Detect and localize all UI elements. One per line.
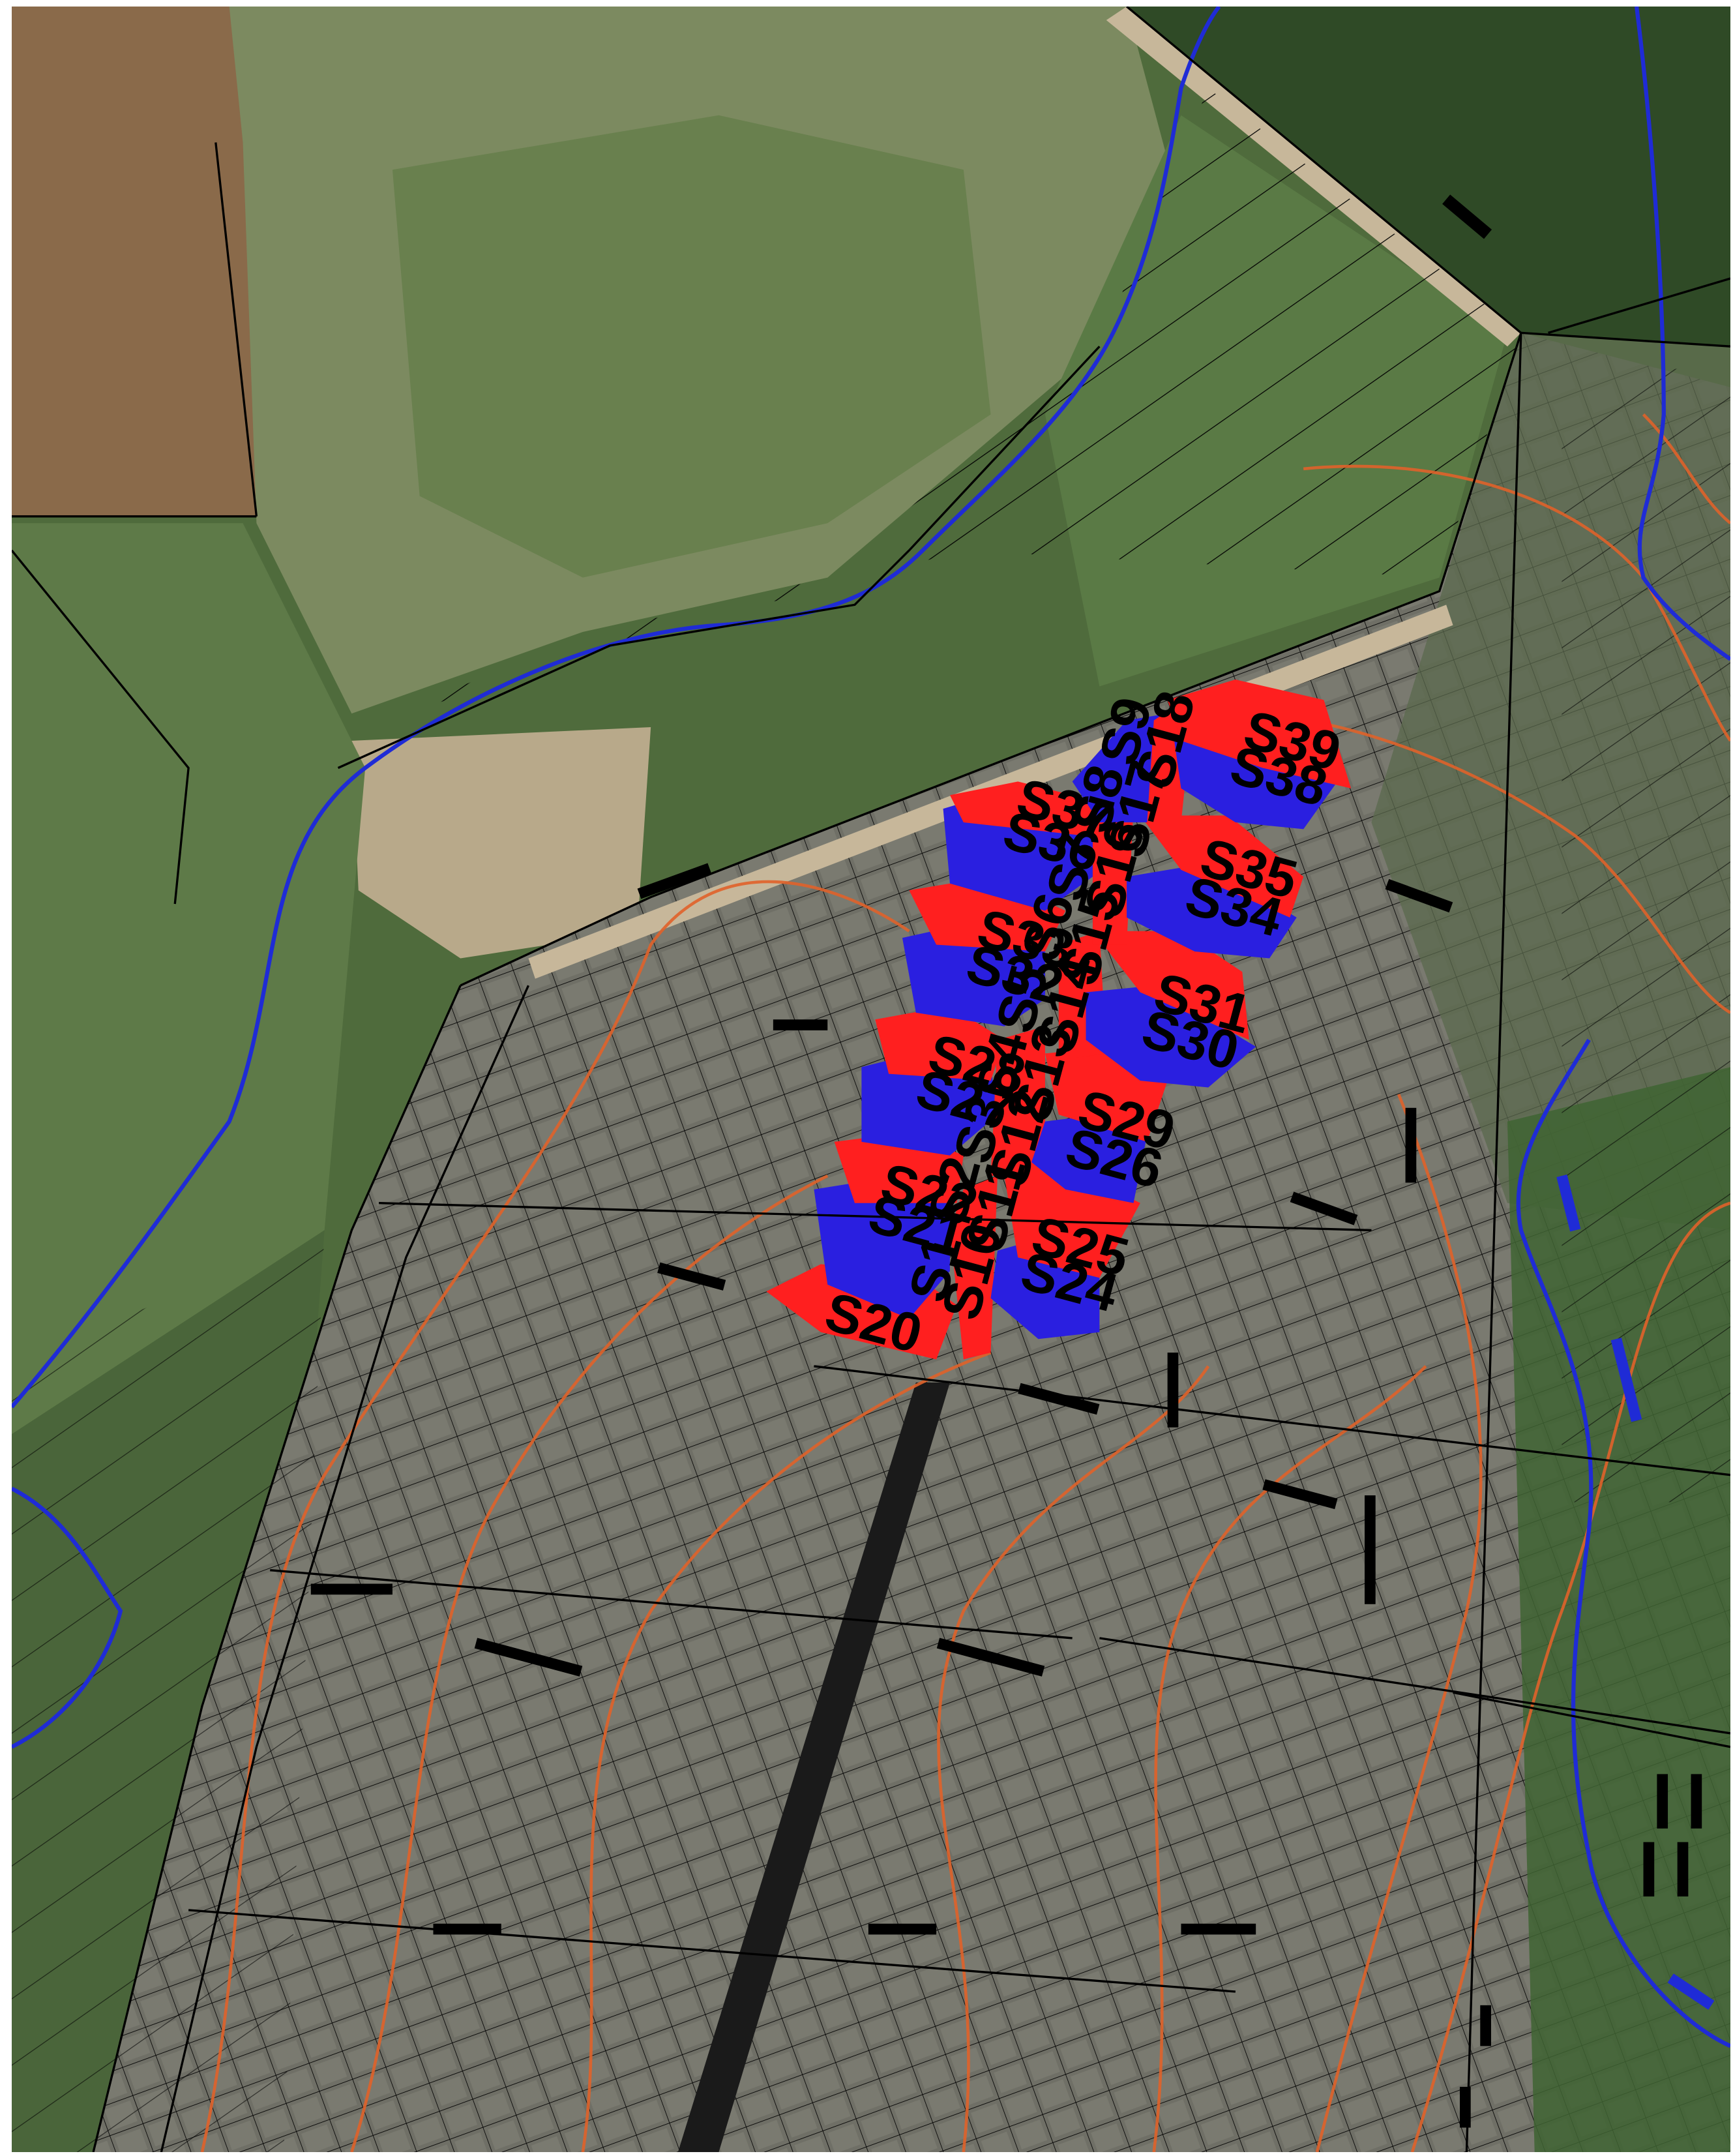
map-frame: S1 S2 S3 S4 S5 S6 S7 S8 S9 S10 S11 S12 S… — [12, 7, 1730, 2152]
parcel-lines — [12, 7, 1730, 2152]
sector-polygons — [766, 680, 1352, 1360]
sector-labels: S1 S2 S3 S4 S5 S6 S7 S8 S9 S10 S11 S12 S… — [819, 685, 1347, 1364]
river-lines — [12, 7, 1730, 2048]
aerial-map[interactable]: S1 S2 S3 S4 S5 S6 S7 S8 S9 S10 S11 S12 S… — [12, 7, 1730, 2152]
building-markers — [310, 194, 1702, 2128]
contour-lines — [200, 413, 1730, 2152]
strip-parcels — [12, 88, 1730, 2152]
